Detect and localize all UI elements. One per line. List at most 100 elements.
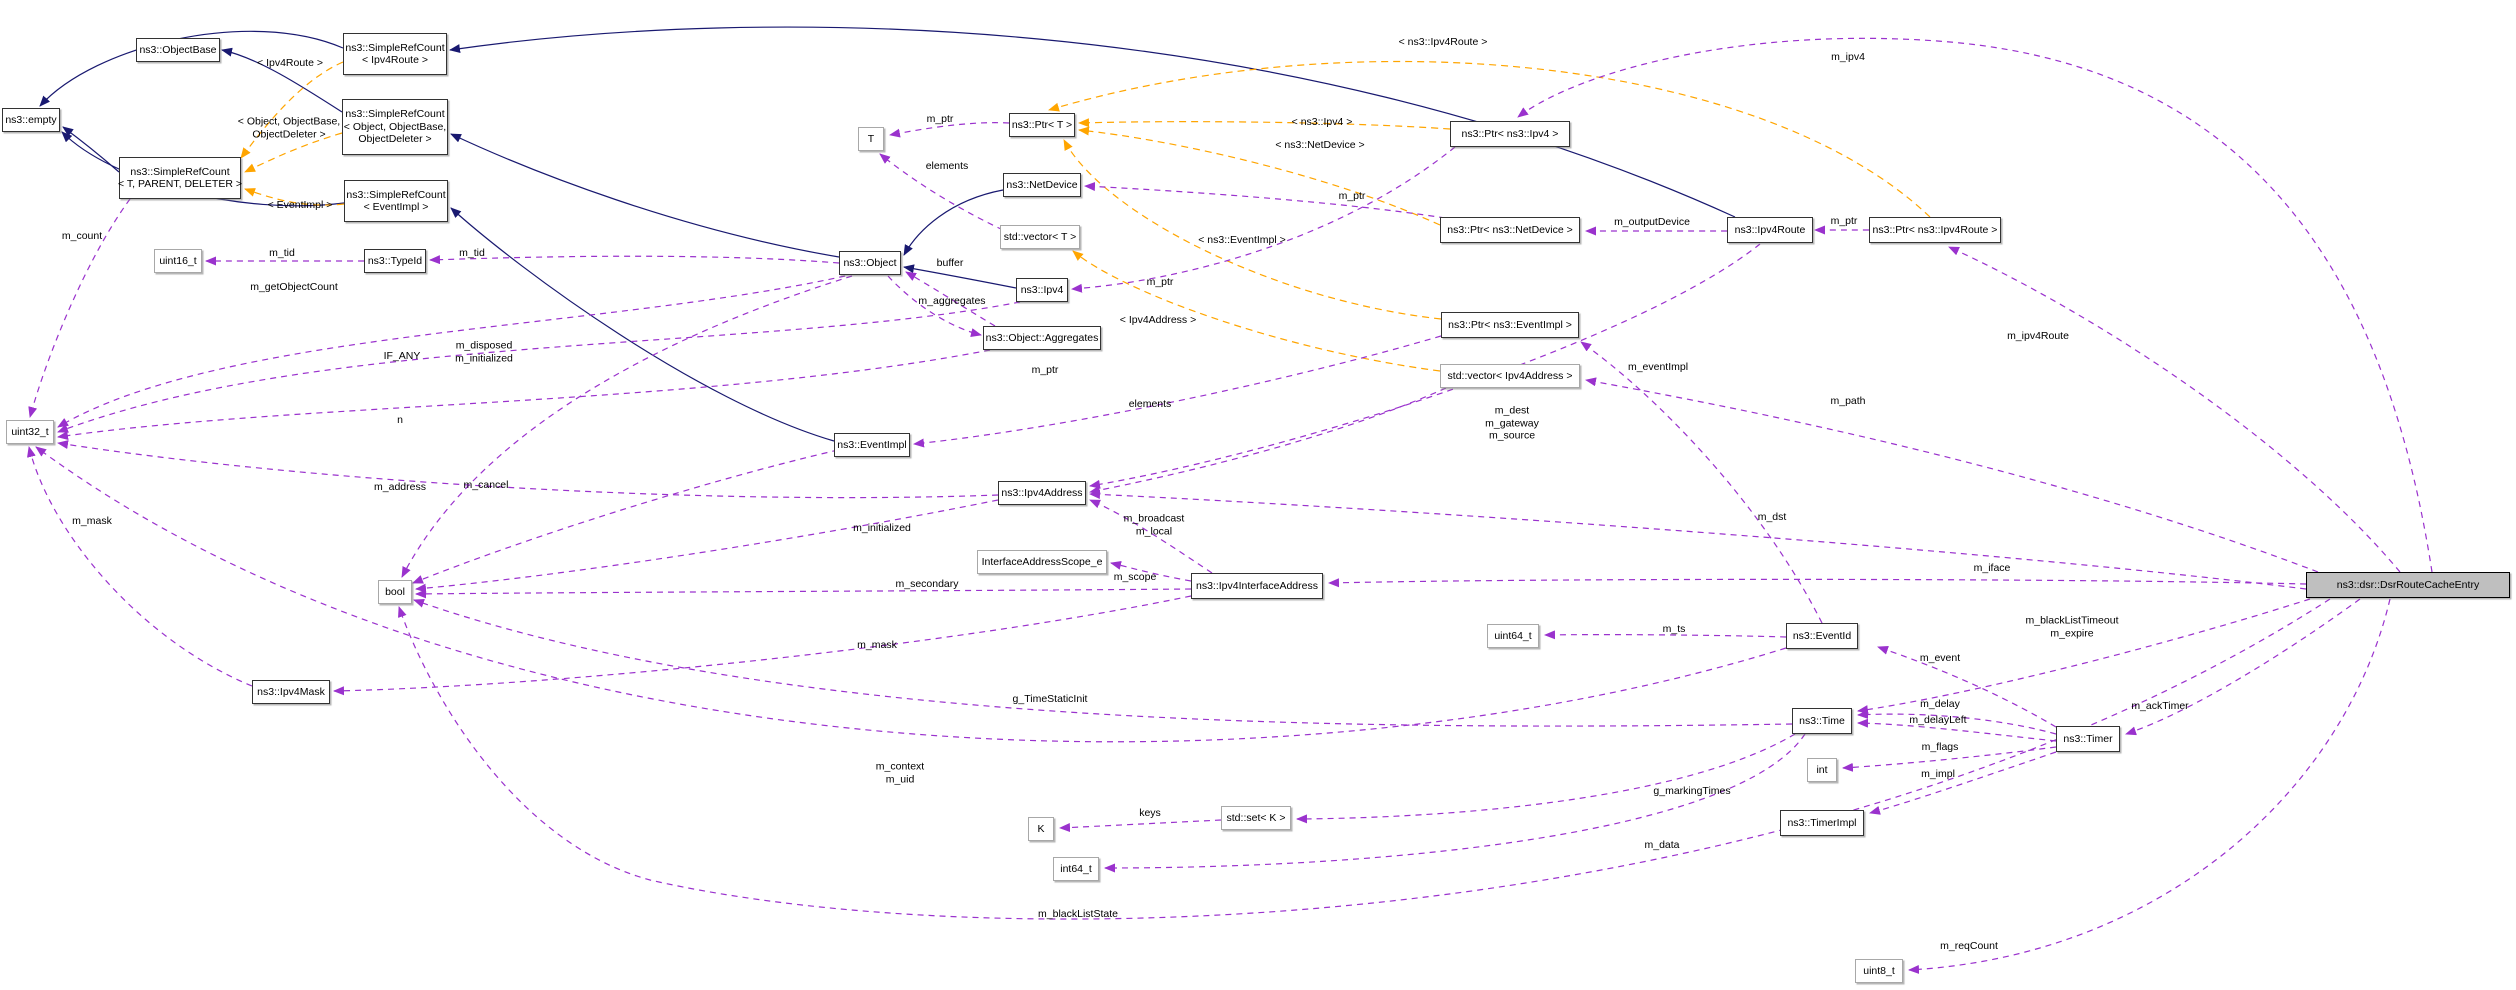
- edge-label-m-mask-u32: m_mask: [72, 514, 112, 527]
- edge-label-m-event: m_event: [1919, 651, 1961, 664]
- edge-label-g-markingtimes: g_markingTimes: [1653, 784, 1731, 797]
- node-std-set-k: std::set< K >: [1221, 806, 1291, 830]
- edge-usage-m-address: [57, 440, 999, 499]
- edge-usage-m-aggregates: [887, 275, 982, 337]
- node-ns3-eventid[interactable]: ns3::EventId: [1786, 623, 1858, 649]
- edge-usage-m-delay: [1857, 709, 2057, 735]
- edge-label-template-ns3-netdevice: < ns3::NetDevice >: [1275, 138, 1365, 151]
- edge-label-m-context-uid: m_context m_uid: [875, 760, 925, 786]
- edge-inherit-ipv4-object: [903, 264, 1017, 289]
- edge-usage-g-timestaticinit: [413, 599, 1793, 727]
- node-ns3-empty[interactable]: ns3::empty: [2, 108, 60, 132]
- node-ns3-ptr-ns3-ipv4[interactable]: ns3::Ptr< ns3::Ipv4 >: [1450, 121, 1570, 147]
- node-std-vector-t: std::vector< T >: [1000, 225, 1080, 249]
- node-ns3-objectbase[interactable]: ns3::ObjectBase: [136, 38, 220, 62]
- node-ns3-ptr-ns3-ipv4route[interactable]: ns3::Ptr< ns3::Ipv4Route >: [1869, 217, 2001, 243]
- edge-usage-m-initialized-addr: [415, 499, 999, 593]
- edge-usage-m-ptr-netdev: [1084, 182, 1446, 219]
- edge-label-template-ipv4route: < Ipv4Route >: [257, 56, 323, 69]
- edge-usage-m-ptr-t: [889, 122, 1010, 138]
- edge-usage-m-blackliststate: [398, 598, 2331, 920]
- node-int: int: [1807, 758, 1837, 782]
- node-ns3-ptr-ns3-netdevice[interactable]: ns3::Ptr< ns3::NetDevice >: [1440, 217, 1580, 243]
- edge-label-m-aggregates: m_aggregates: [918, 294, 986, 307]
- node-ns3-simplerefcount-object-objectbase-objectdeleter[interactable]: ns3::SimpleRefCount < Object, ObjectBase…: [342, 99, 448, 155]
- edge-template-ipv4route: [240, 61, 344, 159]
- node-ns3-ptr-ns3-eventimpl[interactable]: ns3::Ptr< ns3::EventImpl >: [1441, 312, 1579, 338]
- node-t: T: [858, 127, 884, 151]
- edge-template-eventimpl: [244, 188, 345, 206]
- edge-label-m-path: m_path: [1830, 394, 1866, 407]
- node-ns3-simplerefcount-eventimpl[interactable]: ns3::SimpleRefCount < EventImpl >: [344, 180, 448, 222]
- node-ns3-timer[interactable]: ns3::Timer: [2056, 726, 2120, 752]
- edge-usage-m-dest-gw-src: [1089, 243, 1761, 489]
- node-ns3-typeid[interactable]: ns3::TypeId: [364, 249, 426, 273]
- edge-usage-m-event: [1877, 645, 2057, 728]
- edge-usage-m-context-uid: [35, 446, 1787, 743]
- edge-usage-m-iface: [1328, 578, 2307, 588]
- node-ns3-timerimpl[interactable]: ns3::TimerImpl: [1780, 810, 1864, 836]
- edge-template-ptr-ipv4: [1078, 118, 1451, 130]
- node-ns3-ptr-t[interactable]: ns3::Ptr< T >: [1009, 113, 1075, 137]
- node-ns3-eventimpl[interactable]: ns3::EventImpl: [834, 433, 910, 457]
- node-ns3-netdevice[interactable]: ns3::NetDevice: [1003, 173, 1081, 197]
- edge-label-m-outputdevice: m_outputDevice: [1614, 215, 1690, 228]
- edge-label-n: n: [397, 413, 403, 426]
- edge-label-m-cancel: m_cancel: [463, 478, 509, 491]
- edge-template-objectdeleter: [244, 132, 343, 173]
- edge-usage-m-tid-object: [429, 255, 840, 265]
- edge-label-template-eventimpl: < EventImpl >: [267, 198, 333, 211]
- edge-label-m-blackliststate: m_blackListState: [1038, 907, 1118, 920]
- node-ns3-ipv4address[interactable]: ns3::Ipv4Address: [998, 481, 1086, 505]
- node-ns3-ipv4[interactable]: ns3::Ipv4: [1016, 278, 1068, 302]
- edge-usage-elements-t: [879, 153, 1004, 231]
- edge-label-m-address: m_address: [374, 480, 426, 493]
- node-ns3-dsr-dsrroutecacheentry: ns3::dsr::DsrRouteCacheEntry: [2306, 572, 2510, 598]
- edge-label-template-ns3-ipv4route: < ns3::Ipv4Route >: [1398, 35, 1488, 48]
- edge-label-m-dst: m_dst: [1757, 510, 1787, 523]
- edge-usage-m-reqcount: [1908, 598, 2391, 974]
- node-uint8-t: uint8_t: [1855, 959, 1903, 983]
- edge-label-m-data: m_data: [1644, 838, 1680, 851]
- node-ns3-object-aggregates[interactable]: ns3::Object::Aggregates: [983, 326, 1101, 350]
- node-uint16-t: uint16_t: [154, 249, 202, 273]
- edge-usage-m-ipv4: [1517, 37, 2433, 573]
- edge-label-m-reqcount: m_reqCount: [1940, 939, 1998, 952]
- edge-usage-buffer: [905, 271, 996, 327]
- edge-usage-m-scope: [1110, 560, 1192, 582]
- edge-usage-m-mask-u32: [27, 446, 253, 687]
- node-bool: bool: [378, 580, 412, 604]
- edge-label-buffer: buffer: [936, 256, 964, 269]
- edge-usage-m-disposed: [401, 275, 853, 578]
- edge-inherit-object-srcoob: [450, 133, 840, 258]
- edge-label-m-ptr-eventimpl: m_ptr: [1031, 363, 1059, 376]
- node-k: K: [1028, 817, 1054, 841]
- edge-usage-g-markingtimes: [1296, 733, 1796, 824]
- edge-label-m-ptr-netdevice: m_ptr: [1338, 189, 1366, 202]
- node-ns3-ipv4route[interactable]: ns3::Ipv4Route: [1727, 217, 1813, 243]
- node-ns3-ipv4mask[interactable]: ns3::Ipv4Mask: [252, 680, 330, 704]
- edge-template-ptr-eventimpl: [1063, 139, 1442, 320]
- node-ns3-simplerefcount-t-parent-deleter[interactable]: ns3::SimpleRefCount < T, PARENT, DELETER…: [118, 157, 242, 199]
- node-ns3-ipv4interfaceaddress[interactable]: ns3::Ipv4InterfaceAddress: [1191, 573, 1323, 599]
- edge-usage-m-ptr-eventimpl: [913, 335, 1442, 448]
- node-ns3-object[interactable]: ns3::Object: [839, 251, 901, 275]
- node-ns3-time[interactable]: ns3::Time: [1792, 708, 1852, 734]
- edge-label-m-tid-object: m_tid: [459, 246, 485, 259]
- edge-label-if-any: IF_ANY: [383, 349, 421, 362]
- edge-label-m-acktimer: m_ackTimer: [2131, 699, 2189, 712]
- edge-inherit-netdevice-object: [903, 189, 1004, 256]
- edge-usage-keys: [1059, 819, 1222, 833]
- edge-usage-m-delayleft: [1857, 718, 2057, 742]
- node-interfaceaddressscope-e: InterfaceAddressScope_e: [977, 550, 1107, 574]
- edge-template-ptr-ipv4route: [1048, 60, 1931, 218]
- edge-usage-m-mask-iface: [333, 595, 1192, 696]
- edge-label-m-eventimpl: m_eventImpl: [1627, 360, 1689, 373]
- edge-usage-m-getobjectcount: [57, 275, 846, 428]
- edge-template-ptr-netdevice: [1078, 126, 1441, 226]
- node-ns3-simplerefcount-ipv4route[interactable]: ns3::SimpleRefCount < Ipv4Route >: [343, 33, 447, 75]
- edge-label-m-delayleft: m_delayLeft: [1909, 713, 1967, 726]
- edge-label-m-ipv4route: m_ipv4Route: [2007, 329, 2069, 342]
- edge-usage-m-count: [28, 198, 131, 418]
